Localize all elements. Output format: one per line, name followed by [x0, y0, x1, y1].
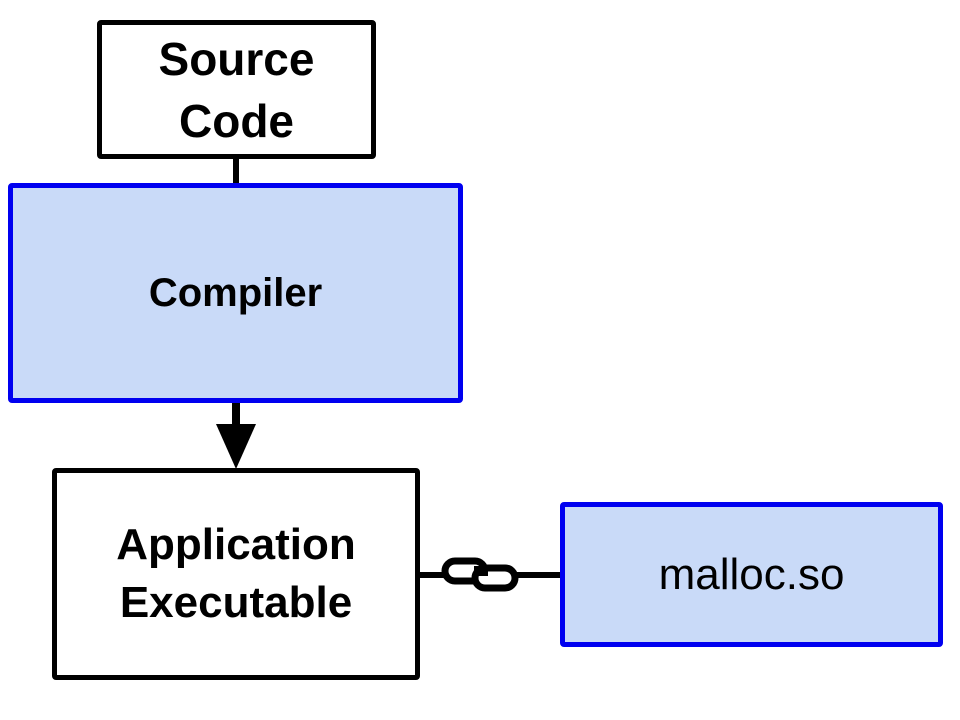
application-executable-box: Application Executable: [52, 468, 420, 680]
application-label-line2: Executable: [119, 578, 353, 627]
application-label-line1: Application: [116, 520, 356, 569]
source-code-label-line2: Code: [179, 94, 294, 147]
arrow-down-icon: [216, 424, 256, 469]
compiler-label: Compiler: [148, 270, 323, 315]
chain-link-icon: [441, 557, 519, 592]
malloc-library-box: malloc.so: [560, 502, 943, 647]
compiler-box: Compiler: [8, 183, 463, 403]
source-code-box: Source Code: [97, 20, 376, 159]
malloc-label: malloc.so: [658, 549, 845, 599]
source-code-label-line1: Source: [158, 32, 315, 85]
